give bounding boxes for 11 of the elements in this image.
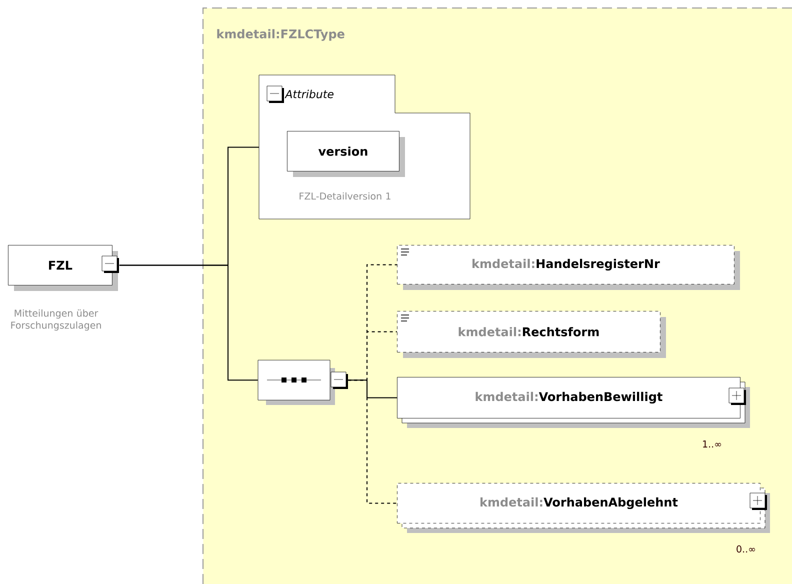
element-box: kmdetail:VorhabenAbgelehnt [397, 483, 770, 533]
element-box: kmdetail:Rechtsform [397, 311, 666, 358]
description-text: FZL-Detailversion 1 [300, 192, 390, 200]
element-box: kmdetail:VorhabenBewilligt [397, 377, 750, 428]
description-text: 1..∞ [703, 440, 721, 448]
description-text: 0..∞ [736, 545, 755, 553]
connector [118, 264, 258, 381]
connector [348, 380, 398, 504]
type-label: kmdetail:FZLCType [217, 29, 344, 41]
description-text: Mitteilungen über Forschungszulagen [11, 309, 101, 331]
element-box: kmdetail:HandelsregisterNr [397, 245, 740, 290]
